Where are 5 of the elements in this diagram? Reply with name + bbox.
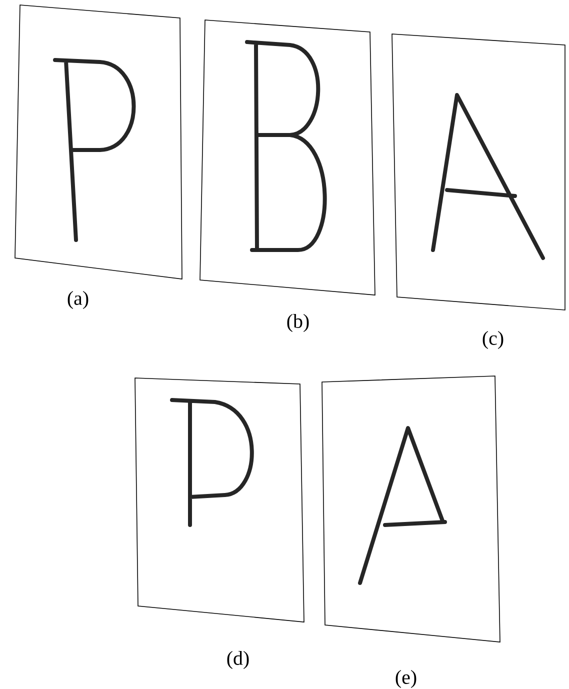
panel-caption: (d) [227, 650, 249, 670]
panel-caption: (b) [287, 314, 309, 332]
panel-caption: (e) [396, 670, 416, 688]
panel-caption: (a) [68, 290, 88, 310]
panel-caption: (c) [482, 330, 504, 350]
